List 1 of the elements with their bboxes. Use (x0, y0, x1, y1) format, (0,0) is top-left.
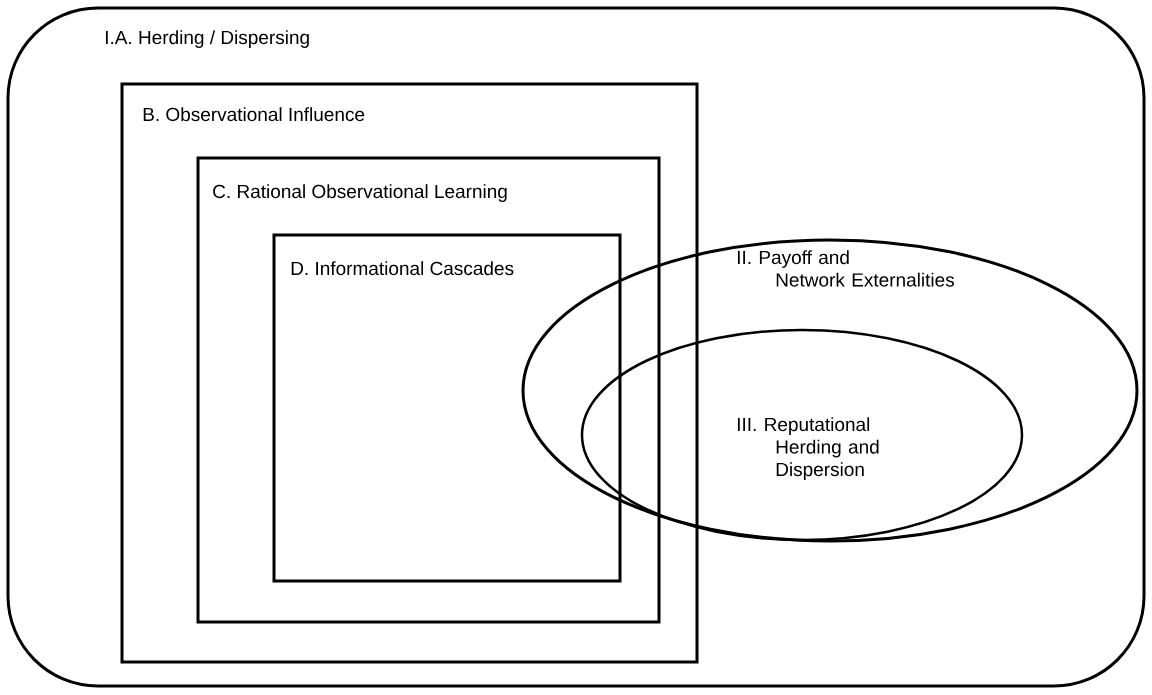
nested-box: D. Informational Cascades (272, 233, 622, 583)
